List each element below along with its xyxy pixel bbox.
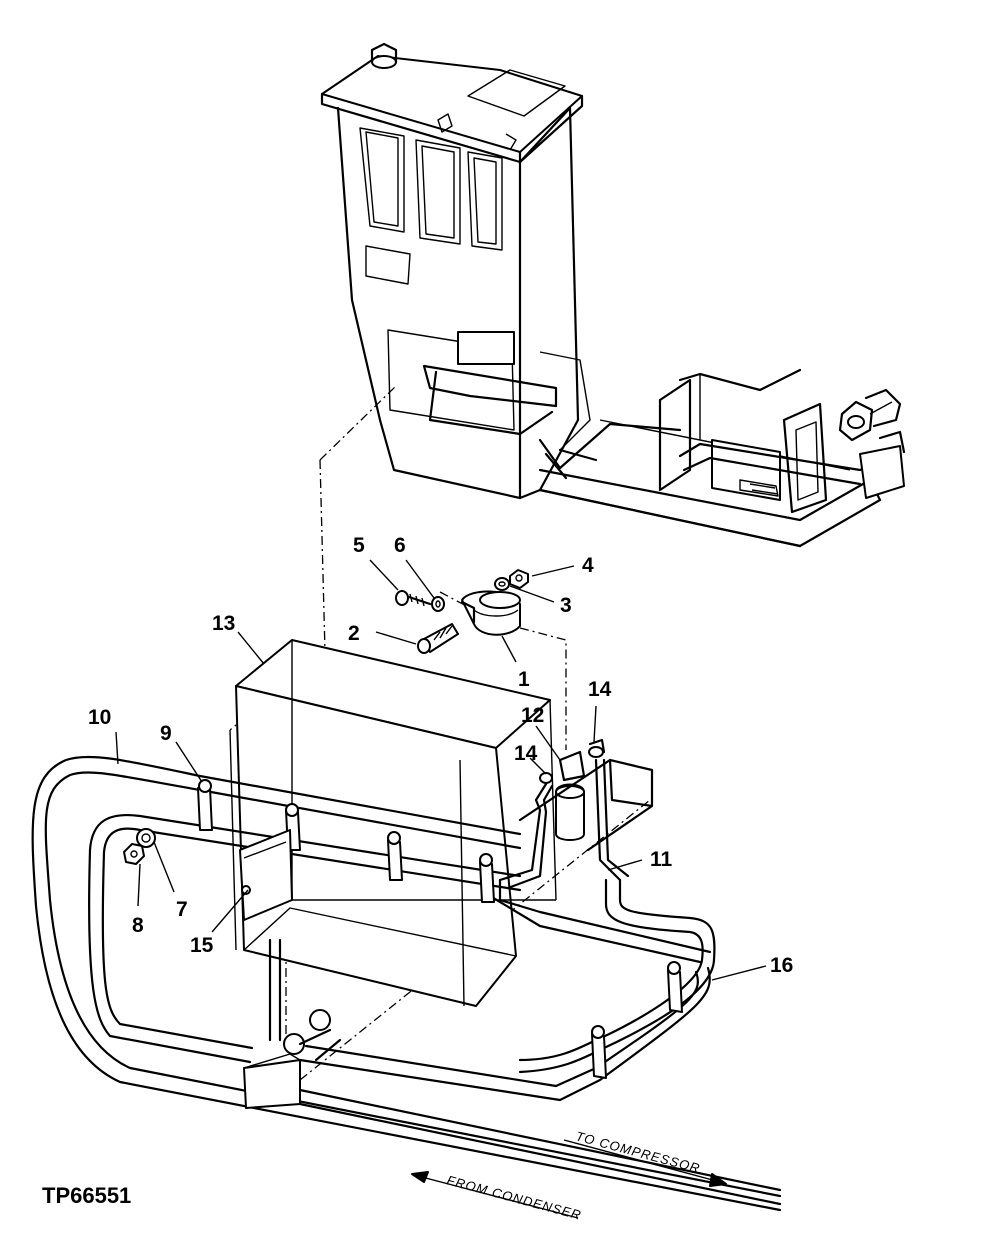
callout-14-upper: 14	[588, 678, 612, 701]
callout-9: 9	[160, 722, 172, 745]
callout-6: 6	[394, 534, 406, 557]
callout-16: 16	[770, 954, 793, 977]
callout-14-lower: 14	[514, 742, 538, 765]
callout-10: 10	[88, 706, 111, 729]
receiver-dryer	[498, 738, 630, 890]
lower-fittings	[243, 1009, 342, 1109]
mounting-tray	[518, 758, 654, 852]
cab-assembly	[320, 42, 682, 500]
callout-labels: 5 6 4 3 2 1 13 14 12 10 9 14 11 7 8 15 1…	[88, 534, 793, 977]
callout-12: 12	[521, 704, 544, 727]
callout-1: 1	[518, 668, 530, 691]
callout-7: 7	[176, 898, 188, 921]
nut-and-washer	[123, 828, 156, 865]
battery-box	[229, 639, 557, 1007]
callout-4: 4	[582, 554, 594, 577]
hose-clamps	[197, 779, 683, 1079]
callout-5: 5	[353, 534, 365, 557]
flow-label-from-condenser: FROM CONDENSER	[445, 1172, 583, 1222]
callout-2: 2	[348, 622, 360, 645]
flow-arrows	[411, 1139, 727, 1219]
callout-8: 8	[132, 914, 144, 937]
upperstructure-platform	[538, 368, 906, 548]
callout-3: 3	[560, 594, 572, 617]
callout-leaders	[115, 559, 767, 981]
callout-13: 13	[212, 612, 235, 635]
figure-code: TP66551	[42, 1183, 131, 1208]
clamp-hardware	[395, 569, 529, 654]
callout-15: 15	[190, 934, 214, 957]
callout-11: 11	[650, 848, 673, 871]
